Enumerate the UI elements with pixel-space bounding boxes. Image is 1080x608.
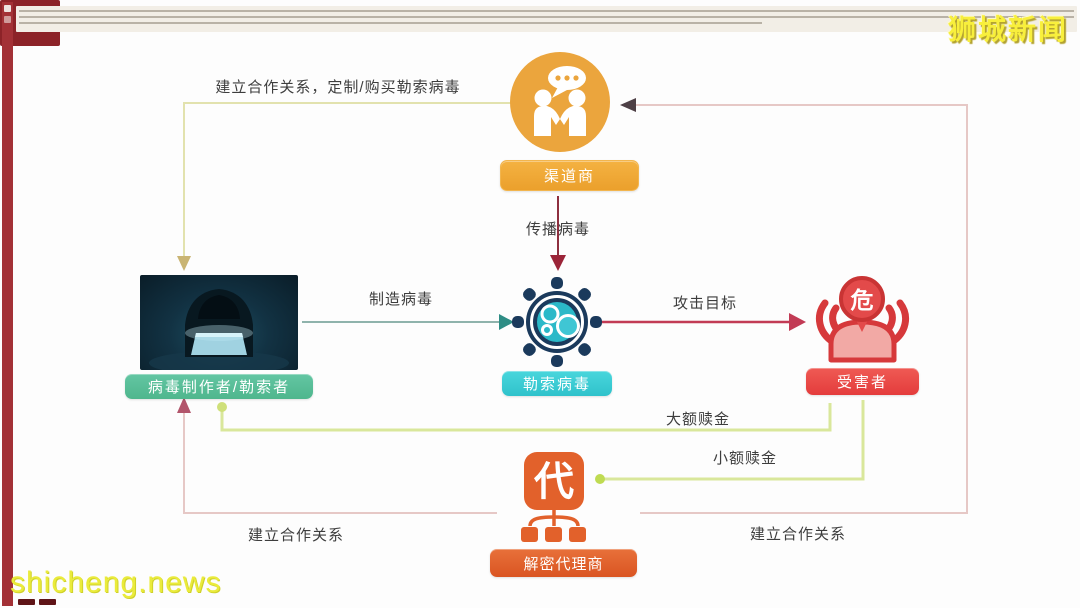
- edge-label-make: 制造病毒: [368, 291, 434, 308]
- edge-label-large-ransom: 大额赎金: [665, 411, 731, 428]
- virus-icon: [512, 277, 602, 367]
- channel-merchant-label: 渠道商: [500, 160, 639, 191]
- decryption-agent-node: 代: [507, 450, 617, 547]
- large-ransom-endpoint-dot-icon: [217, 402, 227, 412]
- edge-large-ransom-line: [220, 403, 832, 432]
- arrow-down-into-hacker-icon: [177, 256, 191, 271]
- victim-node: 危: [805, 270, 920, 370]
- hacker-photo: [140, 275, 298, 370]
- timer-icon: [4, 16, 11, 23]
- arrow-up-into-hacker-label-icon: [177, 397, 191, 413]
- edge-coop-right-line: [632, 104, 968, 514]
- edge-coop-buy-line: [183, 102, 511, 262]
- edge-coop-left-line: [183, 408, 497, 514]
- panicked-person-danger-icon: 危: [815, 276, 910, 363]
- handshake-people-icon: [510, 52, 610, 152]
- arrow-left-into-channel-icon: [620, 98, 636, 112]
- edge-label-coop-right: 建立合作关系: [749, 526, 847, 543]
- danger-character-badge: 危: [851, 287, 874, 313]
- edge-label-coop-buy: 建立合作关系，定制/购买勒索病毒: [215, 79, 461, 96]
- edge-label-attack: 攻击目标: [672, 295, 738, 312]
- arrow-right-into-victim-icon: [789, 313, 806, 331]
- ransom-note-button: [39, 599, 56, 605]
- ransomware-virus-node: [507, 272, 607, 372]
- edge-label-spread: 传播病毒: [525, 221, 591, 238]
- agent-network-icon: 代: [521, 452, 586, 542]
- arrow-down-into-virus-icon: [550, 255, 566, 271]
- lock-icon: [4, 5, 11, 12]
- site-logo: 狮城新闻: [947, 14, 1068, 45]
- ransom-note-sidebar: [2, 2, 13, 606]
- victim-label: 受害者: [806, 368, 919, 395]
- small-ransom-endpoint-dot-icon: [595, 474, 605, 484]
- edge-label-small-ransom: 小额赎金: [712, 450, 778, 467]
- hacker-label: 病毒制作者/勒索者: [125, 374, 313, 399]
- arrow-right-into-virus-icon: [499, 314, 514, 330]
- ransom-note-text-panel: [16, 6, 1077, 32]
- ransom-note-button: [18, 599, 35, 605]
- site-watermark: shicheng.news: [10, 566, 222, 599]
- edge-label-coop-left: 建立合作关系: [247, 527, 345, 544]
- virus-label: 勒索病毒: [502, 371, 612, 396]
- decryption-agent-label: 解密代理商: [490, 549, 637, 577]
- edge-small-ransom-line: [604, 400, 865, 481]
- agent-character-badge: 代: [533, 460, 574, 504]
- hooded-hacker-icon: [149, 289, 289, 370]
- channel-merchant-node: [510, 52, 610, 152]
